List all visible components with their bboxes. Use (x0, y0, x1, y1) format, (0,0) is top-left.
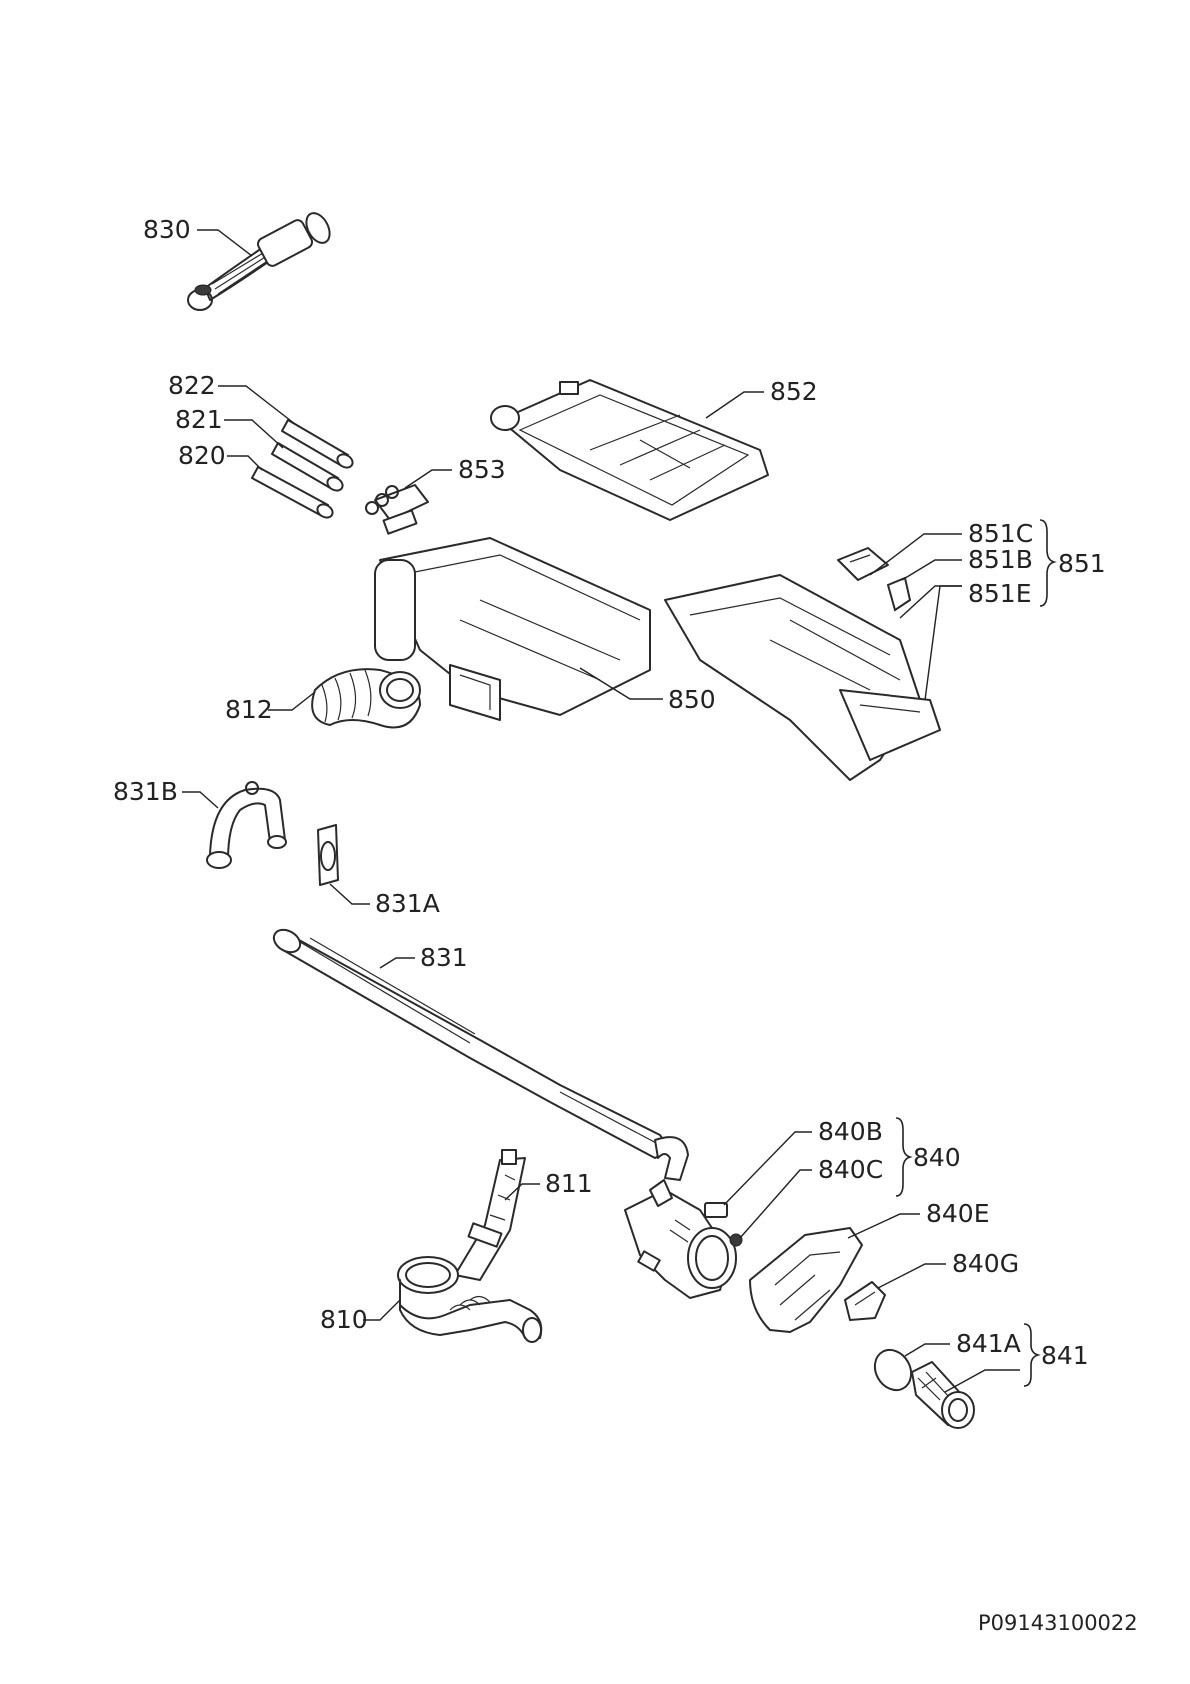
leader-821 (224, 419, 284, 449)
label-851B: 851B (968, 545, 1033, 574)
leader-822 (218, 385, 296, 425)
part-840G-cap (844, 1281, 886, 1321)
part-821-tube (271, 442, 344, 492)
label-831: 831 (420, 943, 468, 972)
label-831B: 831B (113, 777, 178, 806)
part-840B-pump-cover (704, 1202, 728, 1218)
label-840E: 840E (926, 1199, 990, 1228)
part-851C-drawer-clip (837, 547, 889, 581)
label-851E: 851E (968, 579, 1032, 608)
label-853: 853 (458, 455, 506, 484)
label-851C: 851C (968, 519, 1033, 548)
label-840B: 840B (818, 1117, 883, 1146)
part-841A-seal-ring (873, 1348, 913, 1392)
leader-851E-b (924, 585, 962, 701)
part-831B-hose-guide (206, 781, 287, 869)
label-852: 852 (770, 377, 818, 406)
leader-841 (944, 1369, 1020, 1393)
part-831A-clamp (317, 824, 339, 886)
part-851-detergent-drawer (664, 574, 941, 781)
leader-851E-a (899, 585, 962, 619)
label-840G: 840G (952, 1249, 1019, 1278)
label-830: 830 (143, 215, 191, 244)
part-811-drain-pipe (454, 1149, 526, 1281)
leader-810 (363, 1299, 401, 1321)
label-820: 820 (178, 441, 226, 470)
part-822-tube (281, 419, 354, 469)
label-822: 822 (168, 371, 216, 400)
leader-840C (739, 1169, 812, 1239)
label-841: 841 (1041, 1341, 1089, 1370)
leader-852 (705, 391, 764, 419)
brace-841 (1023, 1323, 1041, 1387)
part-840E-pump-housing (749, 1227, 863, 1333)
leader-831A (329, 883, 370, 905)
leader-840B (723, 1131, 812, 1206)
label-851: 851 (1058, 549, 1106, 578)
label-821: 821 (175, 405, 223, 434)
leader-831 (379, 957, 415, 969)
label-841A: 841A (956, 1329, 1021, 1358)
leader-853 (404, 469, 452, 489)
part-831-drain-hose (272, 928, 689, 1181)
part-850-dispenser-housing (374, 537, 651, 721)
part-812-bellows-hose (311, 668, 421, 729)
brace-840 (895, 1117, 913, 1197)
label-840C: 840C (818, 1155, 883, 1184)
leader-850 (579, 667, 663, 700)
label-831A: 831A (375, 889, 440, 918)
label-840: 840 (913, 1143, 961, 1172)
leader-851B (901, 559, 962, 581)
leader-820 (227, 455, 263, 471)
leader-831B (182, 791, 219, 809)
part-840-drain-pump (624, 1179, 737, 1299)
document-code: P09143100022 (978, 1611, 1138, 1635)
leader-840G (877, 1263, 946, 1289)
leader-841A (904, 1343, 950, 1357)
part-851B-drawer-spring (886, 576, 912, 612)
leader-830 (197, 229, 253, 257)
label-812: 812 (225, 695, 273, 724)
label-811: 811 (545, 1169, 593, 1198)
part-830-inlet-hose (187, 212, 331, 311)
label-850: 850 (668, 685, 716, 714)
leader-851C (869, 533, 962, 576)
part-841-pump-filter (911, 1361, 975, 1429)
part-852-dispenser-plate (490, 379, 769, 521)
leader-840E (847, 1213, 920, 1239)
label-810: 810 (320, 1305, 368, 1334)
part-853-valve (365, 484, 429, 535)
leader-812 (268, 691, 316, 711)
part-840C-pump-nut (729, 1233, 743, 1247)
part-820-tube (251, 466, 334, 519)
leader-811 (504, 1183, 540, 1201)
part-810-sump (397, 1256, 543, 1343)
brace-851 (1039, 519, 1057, 607)
